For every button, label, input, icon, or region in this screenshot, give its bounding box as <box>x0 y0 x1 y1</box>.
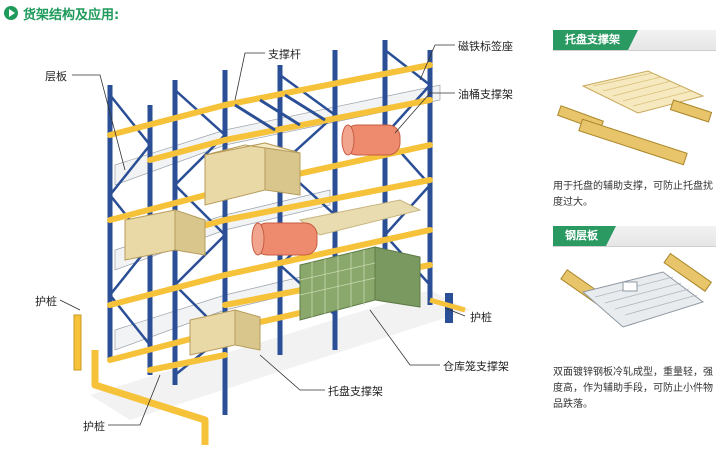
panel-title: 钢层板 <box>553 226 616 246</box>
callout-guard-right: 护桩 <box>470 311 492 324</box>
callout-support-bar: 支撑杆 <box>268 48 301 61</box>
panel-title: 托盘支撑架 <box>553 30 638 50</box>
callout-layer-board: 层板 <box>45 70 67 83</box>
callout-guard-left: 护桩 <box>35 295 57 308</box>
drums <box>251 124 401 256</box>
callout-magnet-label: 磁铁标签座 <box>458 40 513 53</box>
pallet-support-illustration <box>556 70 713 166</box>
leader-lines <box>59 44 466 426</box>
support-bars <box>234 93 326 132</box>
panel-pallet-support: 托盘支撑架 用于托盘的辅助支撑，可防止托盘扰度过大。 <box>553 30 716 211</box>
callout-drum-support: 油桶支撑架 <box>458 88 513 101</box>
section-title: 货架结构及应用: <box>23 7 120 23</box>
panel-description: 双面镀锌钢板冷轧成型，重量轻，强度高，作为辅助手段，可防止小件物品跌落。 <box>553 367 713 410</box>
panel-steel-shelf: 钢层板 双面镀锌钢板冷轧成型，重量轻，强度高，作为辅助手段，可防止小件物品跌落。 <box>553 226 716 413</box>
boxes <box>124 142 301 356</box>
wire-cage <box>299 246 421 321</box>
steel-shelf-illustration <box>560 252 713 328</box>
callout-cage-support: 仓库笼支撑架 <box>443 360 509 373</box>
panel-description: 用于托盘的辅助支撑，可防止托盘扰度过大。 <box>553 181 713 208</box>
guard-posts <box>73 293 466 445</box>
callout-pallet-support: 托盘支撑架 <box>328 385 383 398</box>
panel-tab: 托盘支撑架 <box>553 30 716 51</box>
play-arrow-icon <box>4 6 18 20</box>
callout-guard-bottom: 护桩 <box>83 420 105 433</box>
section-header: 货架结构及应用: <box>4 3 119 23</box>
rack-illustration <box>59 40 470 445</box>
panel-tab: 钢层板 <box>553 226 716 247</box>
